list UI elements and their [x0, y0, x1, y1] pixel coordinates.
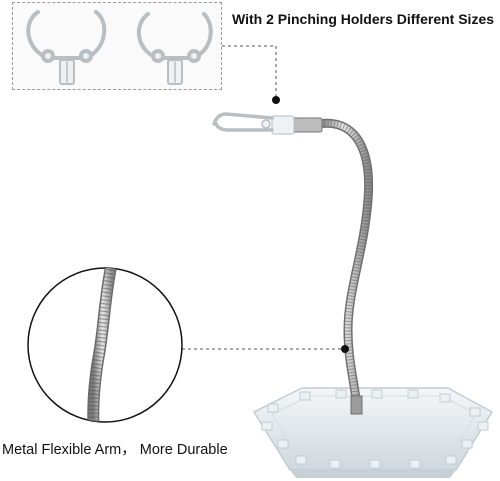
arm-caption: Metal Flexible Arm， More Durable: [2, 442, 228, 458]
holders-inset-box: [12, 2, 222, 90]
zoom-circle-icon: [27, 267, 183, 423]
holders-caption: With 2 Pinching Holders Different Sizes: [232, 11, 495, 27]
holders-leader-dot: [272, 96, 280, 104]
arm-leader-dot: [341, 345, 349, 353]
clip-holder-small-icon: [26, 10, 107, 85]
holders-leader-line: [222, 45, 277, 98]
gooseneck-arm-icon: [271, 115, 374, 415]
clip-holder-icon: [212, 112, 274, 132]
clip-holder-large-icon: [137, 12, 213, 85]
hexagon-base-icon: [252, 387, 494, 478]
